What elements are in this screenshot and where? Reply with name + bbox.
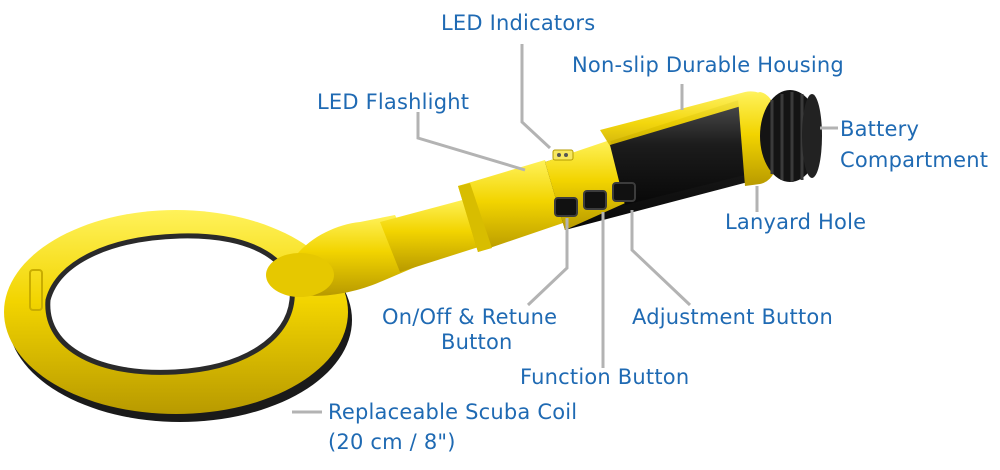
onoff-retune-button[interactable] [554, 197, 578, 217]
label-function: Function Button [520, 365, 690, 389]
label-adjustment: Adjustment Button [632, 305, 833, 329]
label-led-flashlight: LED Flashlight [317, 90, 470, 114]
leader-adjustment [630, 210, 692, 307]
adjustment-button[interactable] [612, 182, 636, 202]
probe-shaft [380, 160, 566, 272]
label-onoff-line2: Button [441, 330, 513, 354]
label-lanyard: Lanyard Hole [725, 210, 867, 234]
label-led-indicators: LED Indicators [441, 11, 596, 35]
battery-cap [738, 90, 822, 186]
label-onoff-line1: On/Off & Retune [382, 305, 558, 329]
led-indicators [552, 149, 574, 161]
label-battery-line1: Battery [840, 117, 920, 141]
scuba-coil [4, 210, 352, 422]
coil-grip-mark [29, 269, 43, 311]
leader-led-flashlight [416, 112, 526, 172]
label-coil-line2: (20 cm / 8") [328, 430, 456, 454]
leader-onoff [526, 218, 569, 307]
function-button[interactable] [583, 190, 607, 210]
label-coil-line1: Replaceable Scuba Coil [328, 400, 578, 424]
leader-led-indicators [520, 44, 552, 150]
button-panel [554, 182, 636, 217]
label-housing: Non-slip Durable Housing [572, 53, 844, 77]
leader-lines [292, 44, 838, 414]
label-battery-line2: Compartment [840, 148, 989, 172]
